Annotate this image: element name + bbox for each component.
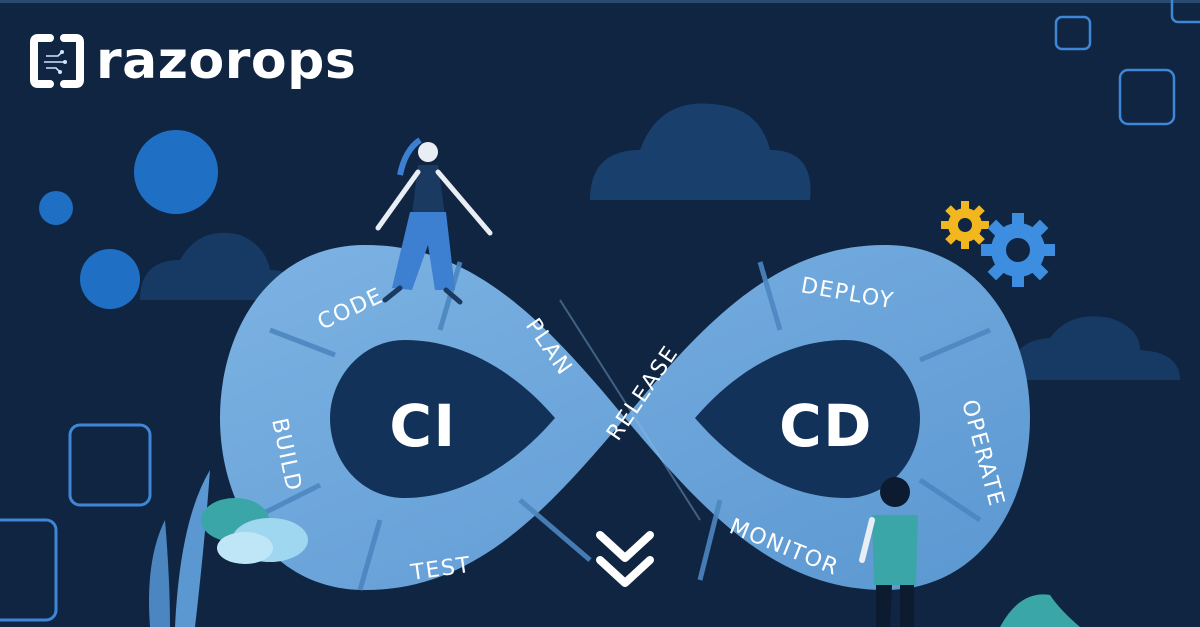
background-cloud bbox=[1010, 316, 1180, 380]
plant-illustration bbox=[149, 470, 308, 627]
person-man-illustration bbox=[859, 477, 918, 627]
top-border bbox=[0, 0, 1200, 3]
decor-square bbox=[0, 518, 58, 622]
background-cloud bbox=[140, 232, 300, 300]
decor-square bbox=[1170, 0, 1200, 24]
plant-illustration bbox=[1000, 594, 1080, 627]
decor-square bbox=[68, 423, 152, 507]
gear-icon bbox=[981, 213, 1055, 287]
brand-name: razorops bbox=[96, 31, 357, 91]
decor-circle bbox=[134, 130, 218, 214]
person-woman-illustration bbox=[375, 137, 493, 305]
ci-label: CI bbox=[389, 392, 456, 460]
infinity-loop bbox=[220, 245, 1030, 591]
cd-label: CD bbox=[779, 392, 873, 460]
background-cloud bbox=[590, 103, 811, 200]
logo-mark-icon bbox=[30, 34, 84, 88]
gear-icon bbox=[941, 201, 989, 249]
decor-square bbox=[1054, 15, 1092, 51]
scroll-down-chevron-icon[interactable] bbox=[596, 531, 654, 587]
infinity-band bbox=[220, 245, 1030, 590]
decor-circle bbox=[80, 249, 140, 309]
decor-circle bbox=[39, 191, 73, 225]
ci-hole bbox=[330, 340, 555, 498]
decor-square bbox=[1118, 68, 1176, 126]
cd-hole bbox=[695, 340, 920, 498]
brand-logo[interactable]: razorops bbox=[28, 30, 356, 92]
